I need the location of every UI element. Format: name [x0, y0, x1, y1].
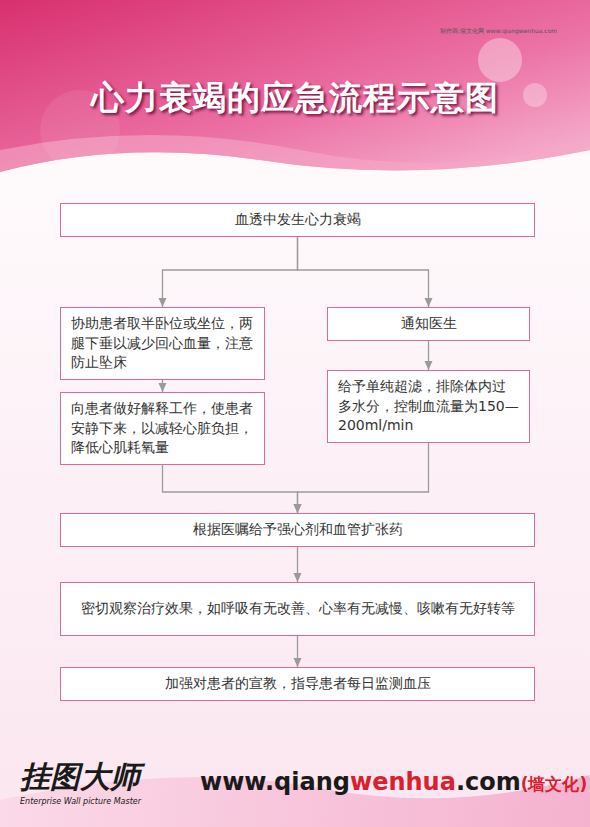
- process-box: 根据医嘱给予强心剂和血管扩张药: [60, 513, 535, 547]
- process-box: 密切观察治疗效果，如呼吸有无改善、心率有无减慢、咳嗽有无好转等: [60, 582, 535, 636]
- flow-arrow: [428, 341, 429, 370]
- poster-title: 心力衰竭的应急流程示意图: [0, 76, 590, 121]
- step-text: 根据医嘱给予强心剂和血管扩张药: [71, 520, 524, 540]
- flow-arrow: [297, 547, 298, 582]
- flow-arrow: [298, 443, 429, 513]
- website-url: www.qiang: [200, 768, 350, 796]
- step-text: 加强对患者的宣教，指导患者每日监测血压: [71, 674, 524, 694]
- process-box: 向患者做好解释工作，使患者安静下来，以减轻心脏负担，降低心肌耗氧量: [60, 392, 265, 465]
- flow-arrow: [163, 237, 298, 307]
- process-box: 协助患者取半卧位或坐位，两腿下垂以减少回心血量，注意防止坠床: [60, 307, 265, 380]
- maker-note: 制作商:墙文化网 www.qiangwenhua.com: [440, 27, 557, 36]
- website-url: (墙文化): [521, 773, 588, 796]
- flow-arrow: [297, 636, 298, 667]
- process-box: 通知医生: [327, 307, 530, 341]
- website-url: .com: [456, 768, 521, 796]
- process-box: 血透中发生心力衰竭: [60, 203, 535, 237]
- process-box: 给予单纯超滤，排除体内过多水分，控制血流量为150—200ml/min: [327, 370, 530, 443]
- step-text: 通知医生: [338, 314, 519, 334]
- deco-circle: [523, 83, 547, 107]
- brand-logo: 挂图大师: [20, 757, 140, 798]
- step-text: 血透中发生心力衰竭: [71, 210, 524, 230]
- flow-arrow: [162, 380, 163, 392]
- header-banner: [0, 0, 590, 172]
- step-text: 给予单纯超滤，排除体内过多水分，控制血流量为150—200ml/min: [338, 377, 519, 436]
- deco-circle: [478, 38, 522, 82]
- process-box: 加强对患者的宣教，指导患者每日监测血压: [60, 667, 535, 701]
- step-text: 向患者做好解释工作，使患者安静下来，以减轻心脏负担，降低心肌耗氧量: [71, 399, 254, 458]
- website-url: wenhua: [350, 768, 456, 796]
- step-text: 密切观察治疗效果，如呼吸有无改善、心率有无减慢、咳嗽有无好转等: [71, 599, 524, 619]
- step-text: 协助患者取半卧位或坐位，两腿下垂以减少回心血量，注意防止坠床: [71, 314, 254, 373]
- flow-arrow: [298, 237, 429, 307]
- flow-arrow: [163, 465, 298, 513]
- brand-logo: Enterprise Wall picture Master: [20, 797, 141, 806]
